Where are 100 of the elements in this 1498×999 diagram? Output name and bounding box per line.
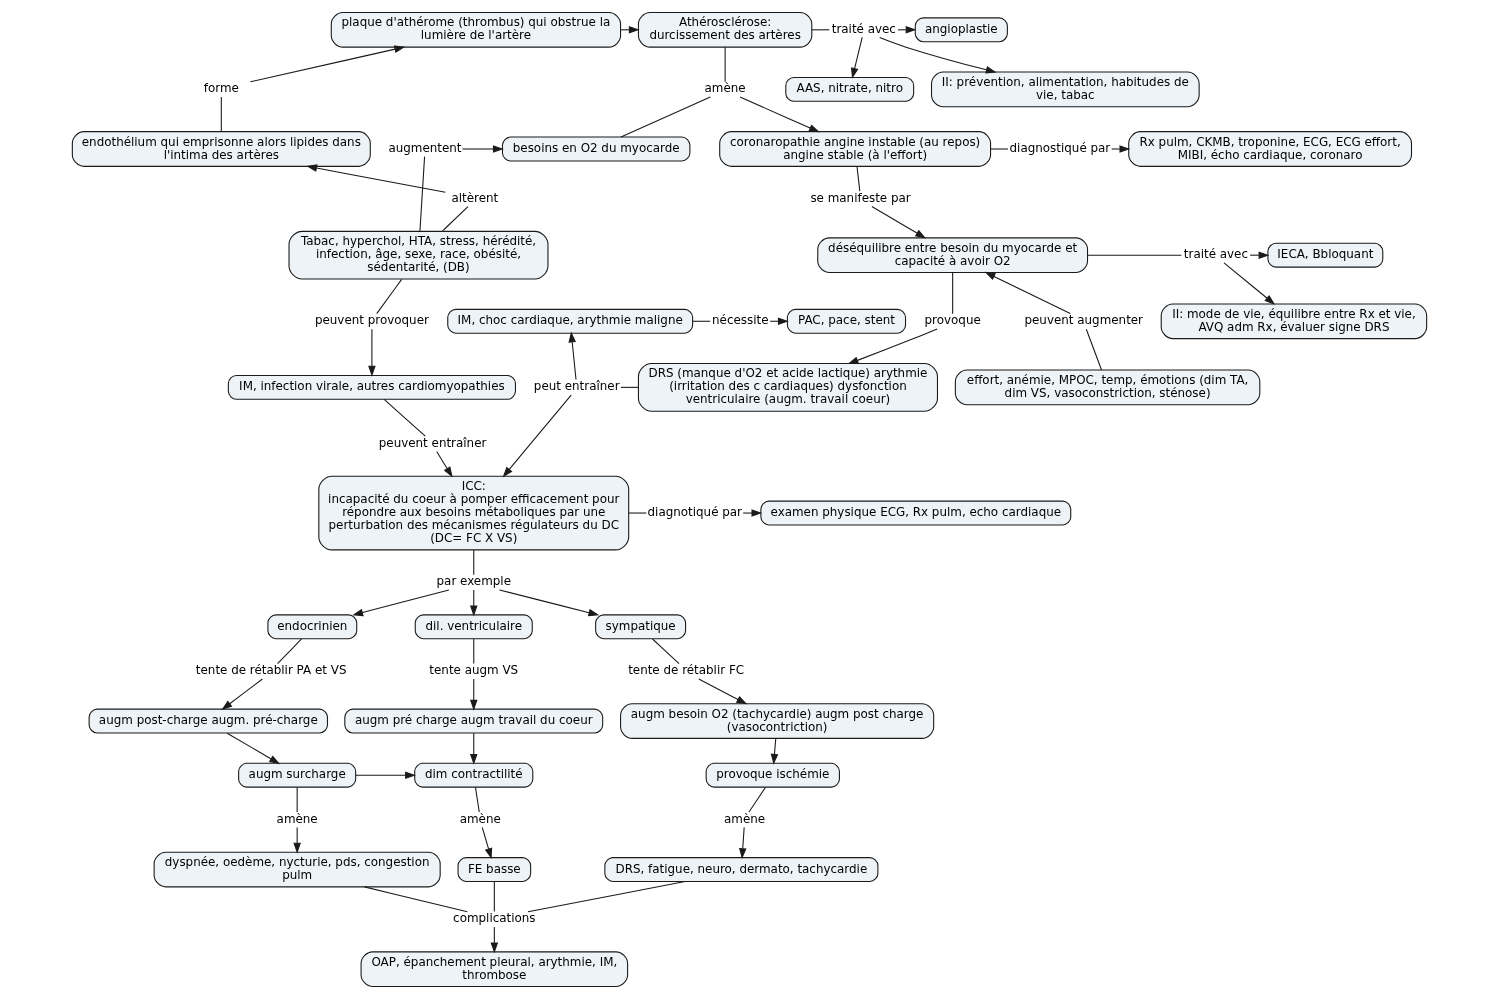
node-box: II: prévention, alimentation, habitudes de vie, tabac [930,71,1200,108]
connector [472,549,474,576]
node-box: endocrinien [266,614,357,640]
connector [472,638,474,665]
arrow [249,45,405,83]
connector [375,278,402,315]
connector [418,156,425,232]
connector [441,206,468,232]
node-box: augm pré charge augm travail du coeur [343,708,603,734]
arrow [502,394,572,478]
node-box: dil. ventriculaire [414,614,533,640]
node-box: angioplastie [914,17,1008,43]
arrow [697,678,747,705]
connector [951,272,953,315]
connector [856,166,860,192]
arrow [770,738,778,765]
arrow [435,450,453,478]
node-box: examen physique ECG, Rx pulm, echo cardiaque [759,500,1071,526]
arrow [292,826,301,854]
node-box: FE basse [457,857,531,882]
arrow [1222,262,1275,305]
node-box: plaque d'athérome (thrombus) qui obstrue la lumière de l'artère [330,11,621,48]
node-box: augm surcharge [237,762,356,788]
arrow [738,826,747,860]
connector [363,886,468,913]
arrow [850,36,863,79]
connector [276,638,302,665]
arrow [367,328,376,377]
node-box: dim contractilité [413,762,533,788]
arrow [469,678,478,711]
node-text: traité avec [831,21,896,36]
node-box: provoque ischémie [705,762,840,788]
node-text: traité avec [1183,247,1248,262]
arrow [984,271,1071,315]
node-box: Rx pulm, CKMB, troponine, ECG, ECG effort, MIBI, écho cardiaque, coronaro [1127,131,1412,167]
node-text: augmentent [387,141,462,156]
connector [627,512,647,514]
node-text: se manifeste par [809,190,911,205]
node-box: augm besoin O2 (tachycardie) augm post charge (vasocontriction) [619,703,934,739]
node-text: peuvent entraîner [378,435,486,450]
node-box: dyspnée, oedème, nycturie, pds, congestion pulm [153,851,441,888]
node-text: altèrent [450,190,498,205]
node-text: par exemple [436,574,511,589]
node-box: PAC, pace, stent [786,308,906,334]
connector [651,638,680,665]
node-text: forme [203,81,239,96]
node-text: peuvent provoquer [314,313,429,328]
node-box: sympatique [594,614,686,640]
arrow [870,206,926,239]
arrow [1110,145,1130,153]
arrow [305,164,446,193]
arrow [461,145,504,153]
node-text: amène [459,811,501,826]
node-text: amène [276,811,318,826]
arrow [567,331,577,381]
connector [474,786,480,813]
arrow [220,678,263,710]
node-text: tente de rétablir PA et VS [195,663,346,678]
connector [493,881,495,913]
arrow [878,36,997,74]
node-text: nécessite [711,313,769,328]
node-box: ICC: incapacité du coeur à pomper efficacement pour répondre aux besoins métaboliques par une perturbation des mécanismes régulateurs du DC (DC= FC X VS) [317,475,629,551]
node-box: DRS (manque d'O2 et acide lactique) arythmie (irritation des c cardiaques) dysfonction ventriculaire (augm. travail coeur) [637,363,938,412]
node-box: effort, anémie, MPOC, temp, émotions (dim TA, dim VS, vasoconstriction, sténose) [954,369,1260,406]
arrow [354,771,416,780]
arrow [498,589,599,617]
connector [747,786,766,813]
node-box: Athérosclérose: durcissement des artères [637,11,812,48]
node-box: endothélium qui emprisonne alors lipides dans l'intima des artères [71,131,371,167]
node-text: amène [723,811,765,826]
connector [527,880,686,913]
arrow [847,328,938,365]
connector [989,148,1009,150]
node-box: OAP, épanchement pleural, arythmie, IM, thrombose [360,951,628,988]
node-box: coronaropathie angine instable (au repos) angine stable (à l'effort) [718,131,991,167]
node-text: provoque [924,313,981,328]
arrow [351,589,449,617]
node-box: AAS, nitrate, nitro [784,76,914,102]
node-text: complications [452,911,536,926]
node-box: Tabac, hyperchol, HTA, stress, hérédité, infection, âge, sexe, race, obésité, sédentarité, (DB) [288,230,548,280]
node-text: peut entraîner [533,379,620,394]
node-text: tente de rétablir FC [627,663,744,678]
node-box: augm post-charge augm. pré-charge [88,708,328,734]
node-box: DRS, fatigue, neuro, dermato, tachycardie [603,857,878,882]
arrow [481,826,492,860]
connector [619,96,711,138]
node-box: IM, choc cardiaque, arythmie maligne [446,308,693,334]
arrow [226,732,280,765]
connector [1085,328,1102,371]
arrow [742,509,762,517]
node-box: IM, infection virale, autres cardiomyopathies [227,374,516,400]
node-text: diagnotiqué par [647,505,742,520]
node-box: déséquilibre entre besoin du myocarde et capacité à avoir O2 [816,237,1088,274]
arrow [739,96,820,133]
node-text: tente augm VS [428,663,518,678]
connector [383,398,426,437]
arrow [469,732,478,765]
connector [724,46,726,83]
node-box: besoins en O2 du myocarde [501,136,690,162]
connector [296,786,298,813]
